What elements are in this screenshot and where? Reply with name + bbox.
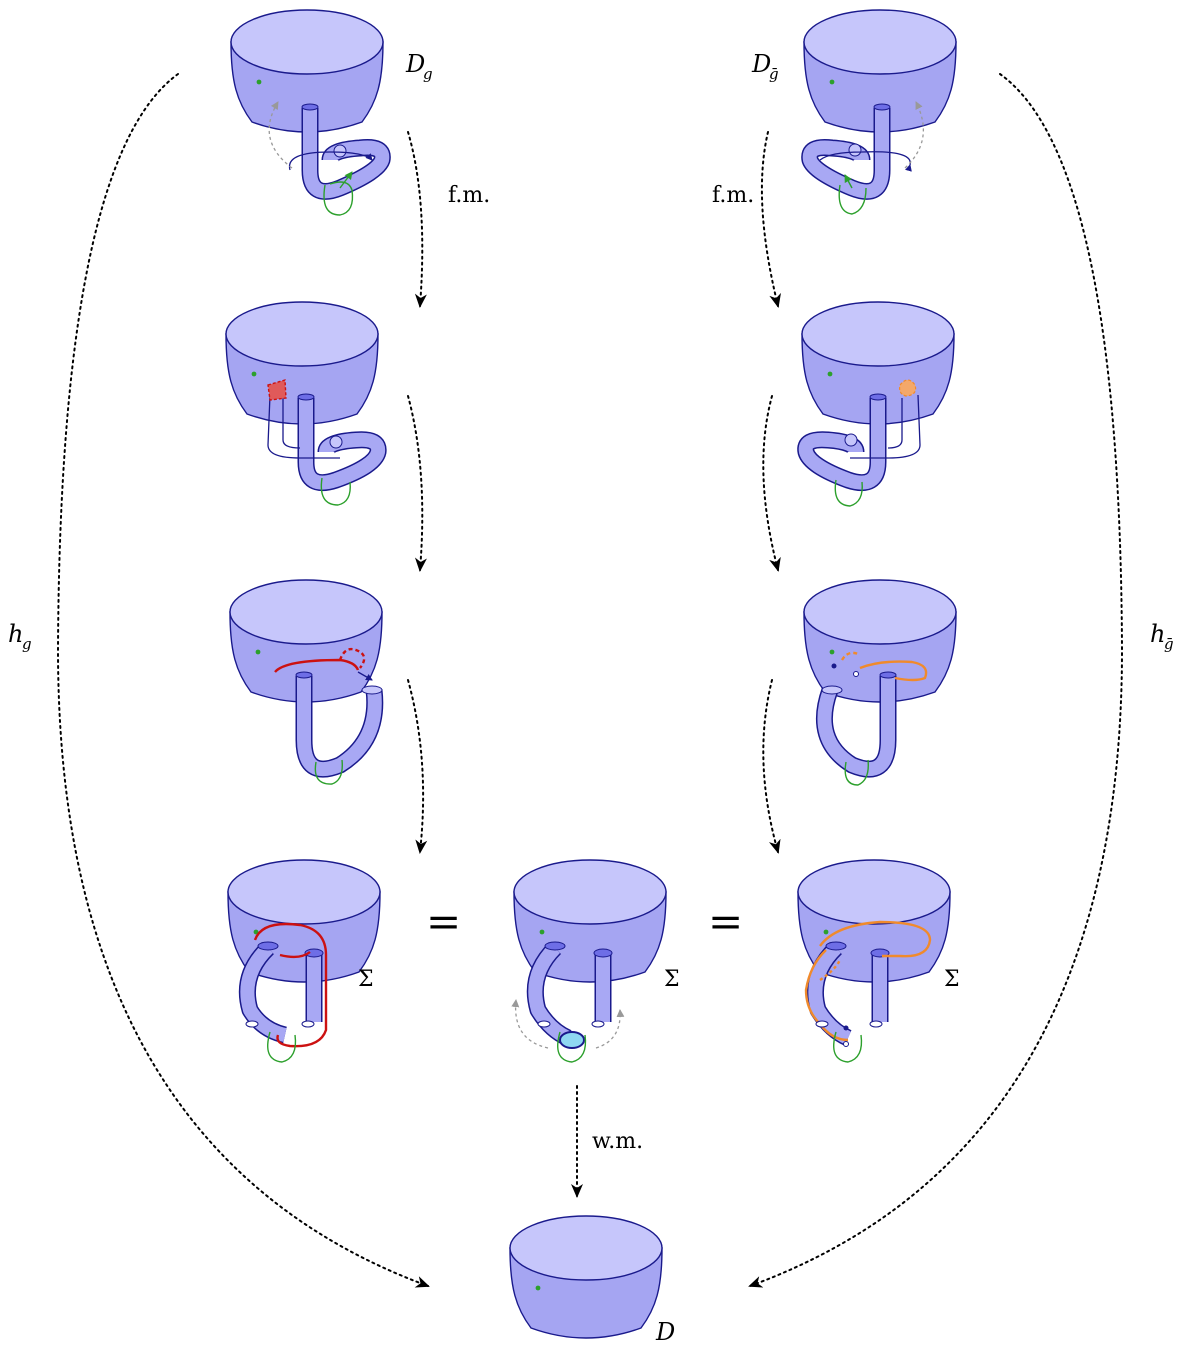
label-Dg-sub: g	[423, 65, 433, 83]
handle-right-4	[804, 920, 932, 1063]
label-sigma-mid: Σ	[664, 967, 680, 992]
label-hgbar-main: h	[1150, 620, 1165, 648]
label-Dg: D g	[405, 50, 433, 83]
label-Dgbar: D ḡ	[751, 50, 779, 83]
label-Dgbar-sub: ḡ	[769, 65, 779, 83]
handle-left-2	[267, 379, 387, 506]
label-hg-sub: g	[22, 635, 32, 653]
handle-mid-4	[511, 941, 625, 1063]
arrow-left-3	[407, 679, 428, 854]
arrow-hg	[56, 73, 430, 1288]
arrow-right-2	[762, 395, 781, 572]
label-wm: w.m.	[592, 1129, 643, 1154]
label-Dgbar-main: D	[751, 50, 771, 78]
label-fm-right: f.m.	[712, 183, 754, 208]
handle-right-3	[815, 651, 928, 786]
equals-left: =	[426, 897, 461, 946]
arrow-left-1	[407, 131, 427, 308]
label-sigma-right: Σ	[944, 967, 960, 992]
equals-right-glyph: =	[708, 897, 743, 946]
surface-D	[509, 1215, 663, 1339]
equals-left-glyph: =	[426, 897, 461, 946]
label-hgbar: h ḡ	[1150, 620, 1174, 653]
label-sigma-left: Σ	[358, 967, 374, 992]
handle-left-4	[238, 922, 328, 1063]
equals-right: =	[708, 897, 743, 946]
label-hg-main: h	[8, 620, 23, 648]
label-hg: h g	[8, 620, 32, 653]
handle-right-2	[797, 379, 921, 507]
arrow-left-2	[407, 395, 427, 572]
arrow-hgbar	[748, 73, 1124, 1288]
handle-right-1	[801, 101, 924, 215]
handle-left-3	[274, 647, 384, 785]
label-D: D	[655, 1318, 675, 1346]
label-hgbar-sub: ḡ	[1164, 635, 1174, 653]
arrow-right-3	[762, 679, 781, 854]
handle-left-1	[268, 101, 391, 216]
arrow-right-1	[760, 131, 781, 308]
label-Dg-main: D	[405, 50, 425, 78]
label-fm-left: f.m.	[448, 183, 490, 208]
